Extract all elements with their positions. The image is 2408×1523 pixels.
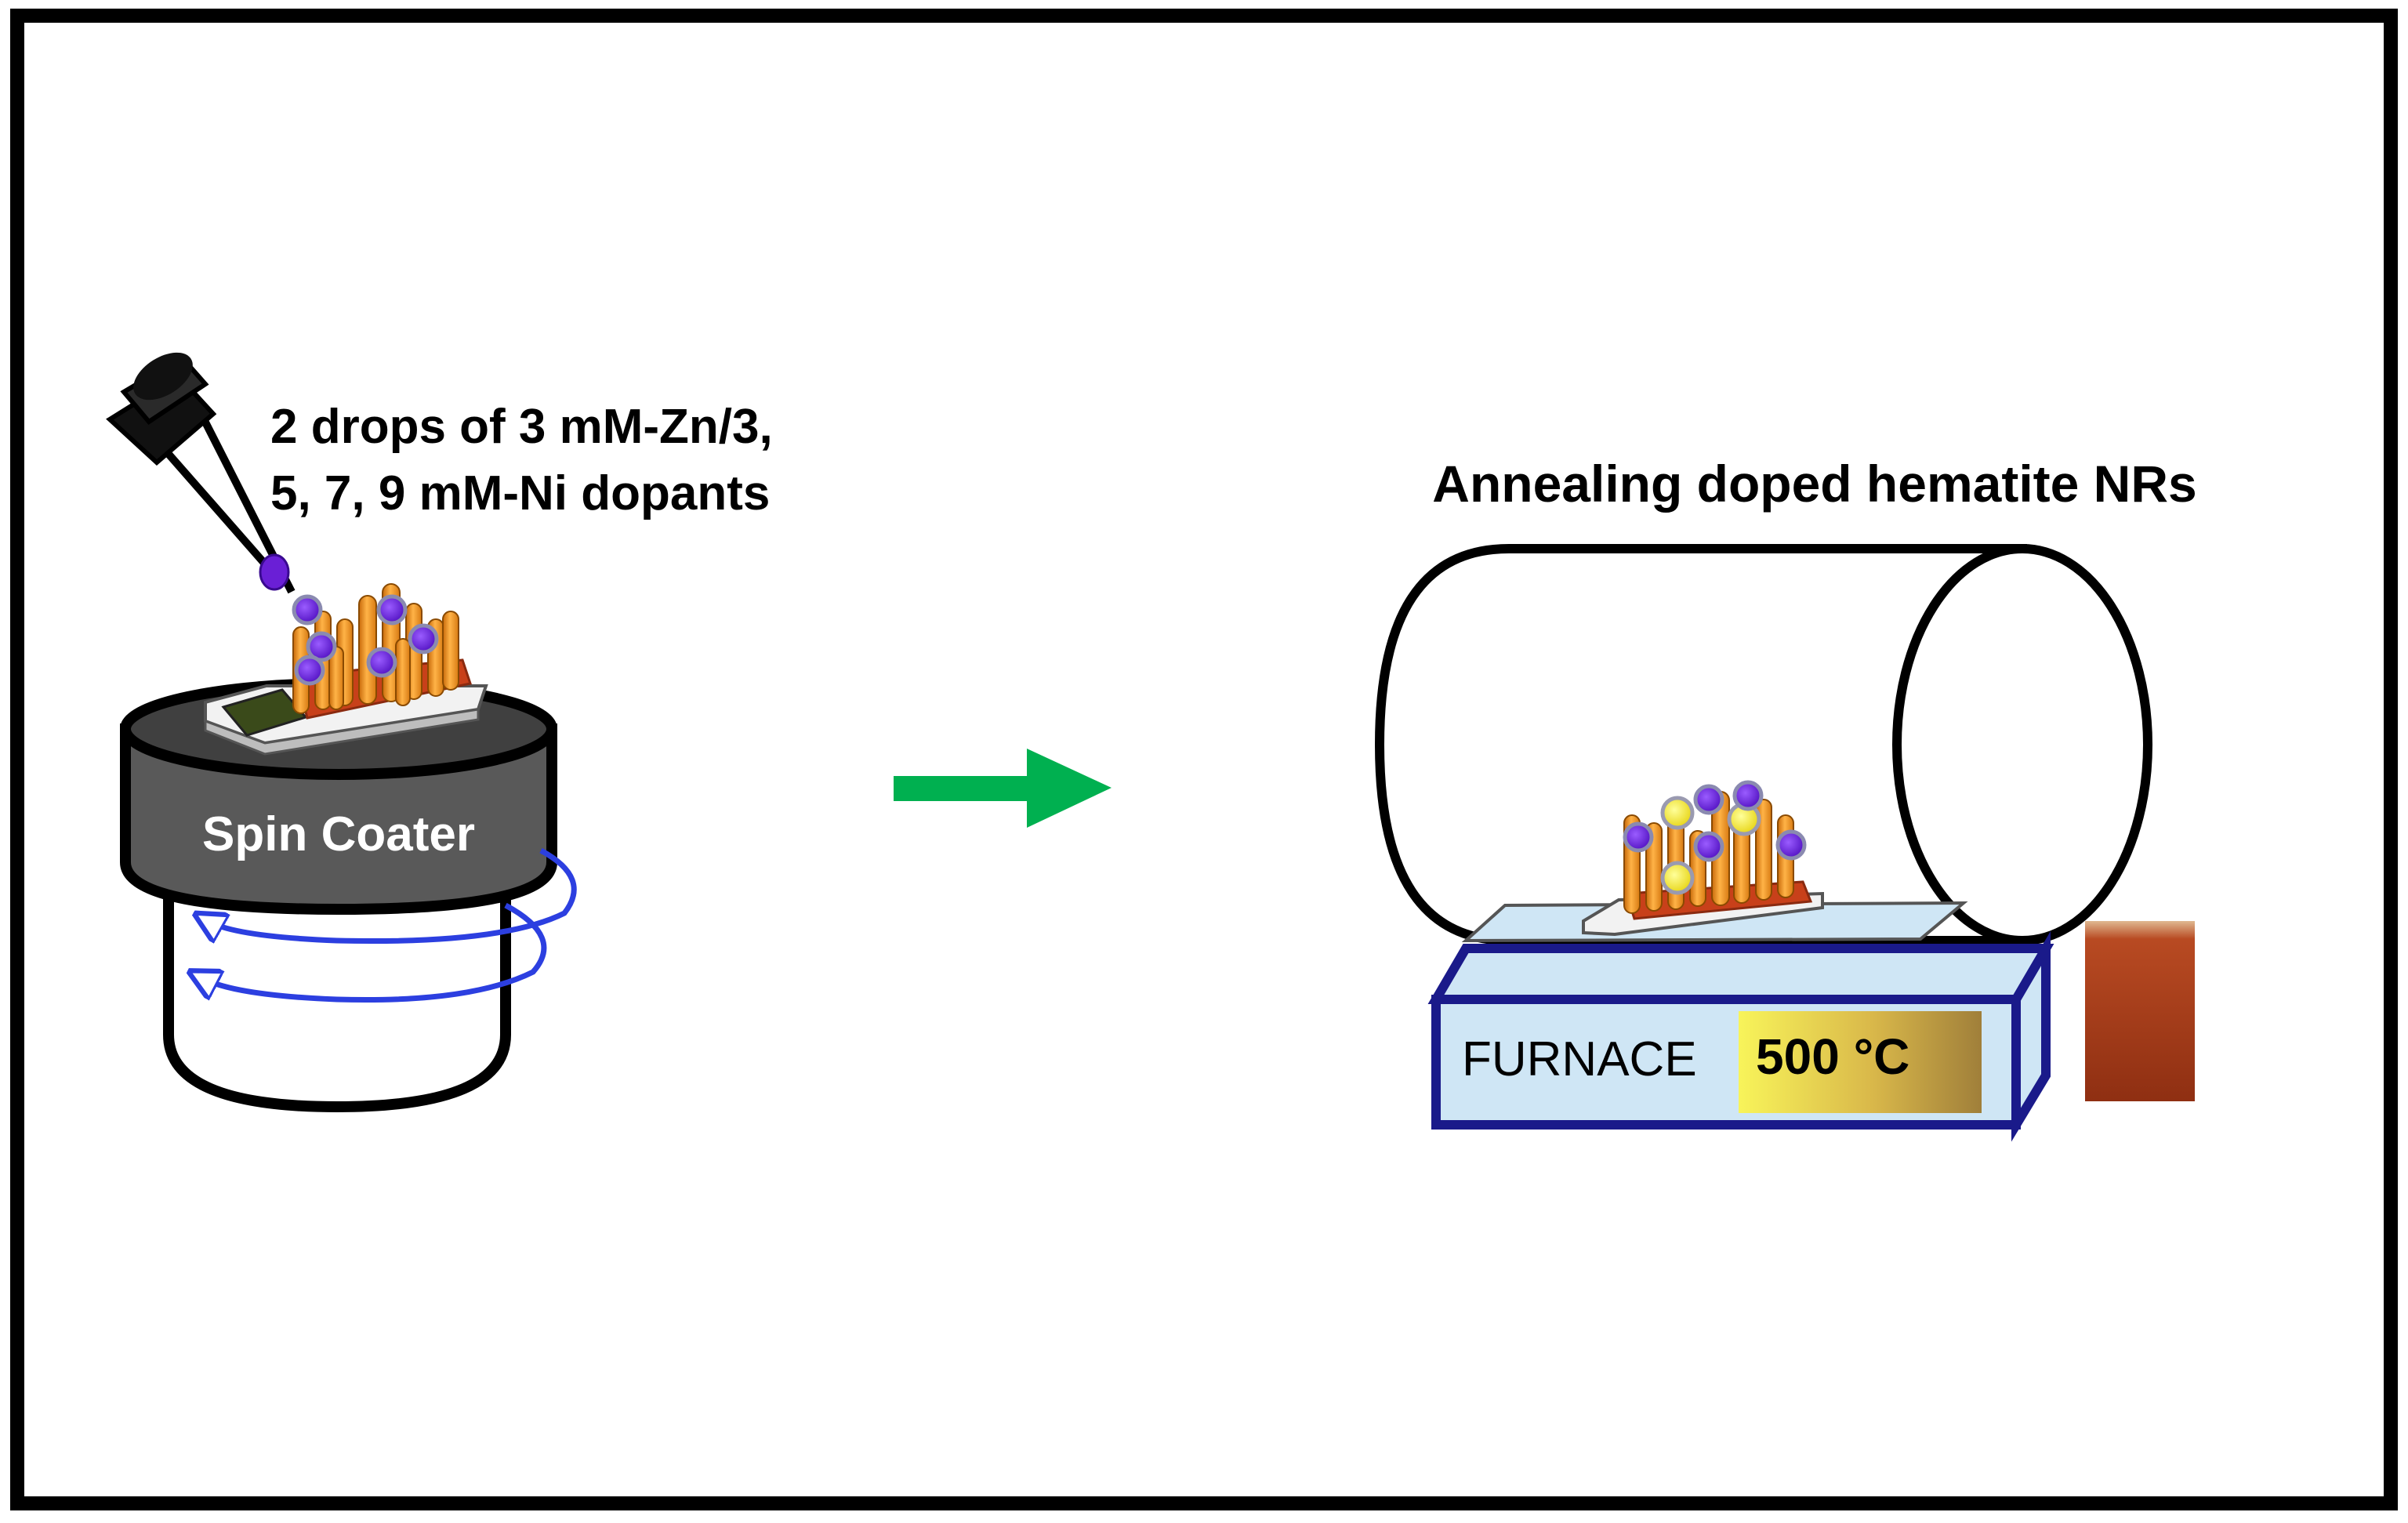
furnace-box-top bbox=[1427, 944, 2054, 1004]
ni-dopant bbox=[1693, 831, 1724, 862]
nanorod bbox=[395, 638, 411, 706]
dropper-icon bbox=[106, 352, 296, 594]
dropper-label-line1: 2 drops of 3 mM-Zn/3, bbox=[270, 400, 773, 454]
furnace-tube-opening bbox=[1892, 544, 2152, 945]
nanorod bbox=[442, 611, 459, 691]
spin-direction-icon bbox=[202, 902, 547, 1003]
dopant-spheres bbox=[1623, 780, 1807, 895]
process-arrow-icon bbox=[894, 749, 1112, 828]
furnace-temperature-panel bbox=[1739, 1011, 1982, 1113]
dropper-label-line2: 5, 7, 9 mM-Ni dopants bbox=[270, 466, 770, 520]
ni-dopant bbox=[366, 647, 397, 678]
zn-dopant bbox=[1660, 861, 1695, 895]
substrate-slide-edge bbox=[204, 708, 480, 756]
ni-dopant bbox=[1732, 780, 1764, 811]
ni-dopant bbox=[294, 655, 325, 686]
ni-dopant bbox=[1693, 784, 1724, 815]
spin-coater-top bbox=[120, 723, 557, 916]
ni-dopant bbox=[306, 631, 337, 662]
furnace-label: FURNACE bbox=[1462, 1032, 1697, 1086]
furnace-tube bbox=[1374, 544, 2027, 945]
dropper-drop bbox=[259, 553, 290, 591]
ni-dopant bbox=[376, 594, 408, 626]
ni-dopant bbox=[1775, 829, 1807, 861]
ni-dopant bbox=[292, 594, 323, 626]
spin-coater-label: Spin Coater bbox=[202, 807, 475, 861]
zn-dopant bbox=[1660, 796, 1695, 830]
furnace-temperature: 500 °C bbox=[1756, 1028, 1909, 1085]
ni-dopant bbox=[408, 623, 439, 655]
ni-dopant bbox=[1623, 821, 1654, 853]
spin-coater: Spin Coater bbox=[106, 352, 773, 1113]
ni-dopant-spheres bbox=[292, 594, 439, 686]
spin-direction-icon bbox=[208, 847, 577, 945]
hematite-sample-photo bbox=[2085, 921, 2195, 1101]
fto-patch bbox=[221, 688, 308, 737]
spin-coater-base bbox=[163, 849, 511, 1113]
annealing-setup: Annealing doped hematite NRs FURNACE 500… bbox=[1374, 455, 2197, 1142]
annealing-title: Annealing doped hematite NRs bbox=[1432, 455, 2196, 513]
